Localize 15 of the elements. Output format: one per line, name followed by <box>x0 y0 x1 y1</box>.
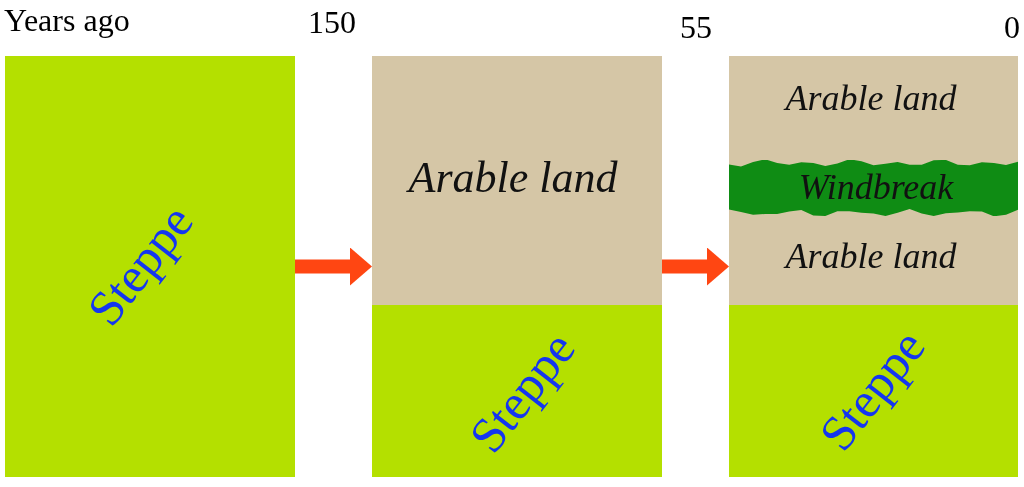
steppe-area <box>729 305 1018 477</box>
steppe-area <box>372 305 662 477</box>
steppe-area <box>5 56 295 477</box>
region-label: Arable land <box>785 238 957 274</box>
year-label: 0 <box>1004 11 1020 43</box>
timeline-label: Years ago <box>4 4 130 36</box>
year-label: 55 <box>680 11 712 43</box>
year-label: 150 <box>308 6 356 38</box>
land-use-panel <box>729 56 1018 477</box>
region-label: Arable land <box>785 80 957 116</box>
arrow <box>295 247 372 286</box>
arrow <box>662 247 729 286</box>
region-label: Windbreak <box>798 169 954 205</box>
region-label: Arable land <box>408 156 618 200</box>
windbreak-strip <box>729 160 1018 216</box>
